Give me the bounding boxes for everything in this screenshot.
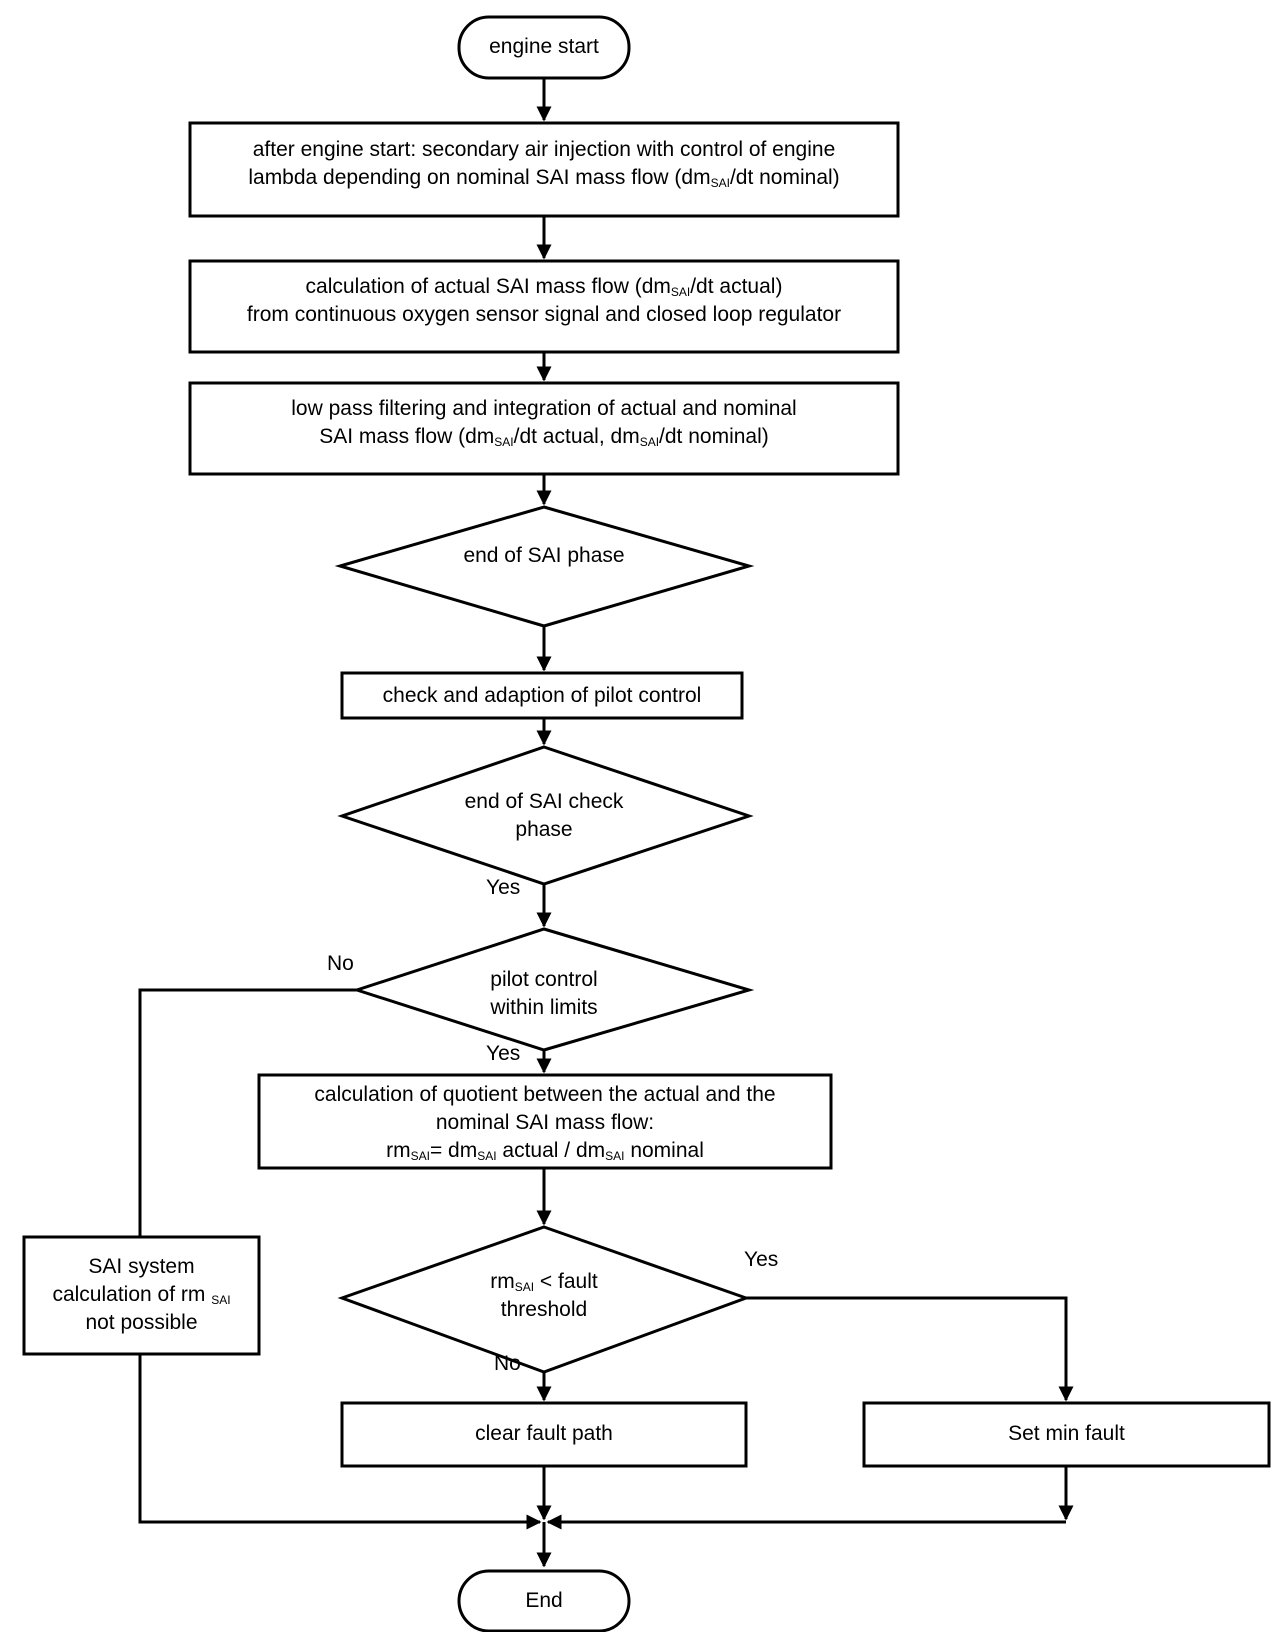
process-clear-fault	[340, 1401, 748, 1468]
label-yes-pilot: Yes	[486, 1042, 521, 1065]
end-terminal	[457, 1569, 631, 1632]
set-fault-text: Set min fault	[1008, 1422, 1125, 1445]
sai-injection-text: after engine start: secondary air inject…	[248, 138, 840, 190]
end-check-phase-text: end of SAI check phase	[464, 790, 624, 841]
decision-end-sai-phase	[334, 505, 755, 628]
label-no-fault: No	[494, 1352, 521, 1375]
decision-fault-threshold	[337, 1225, 751, 1374]
filtering-text: low pass filtering and integration of ac…	[291, 397, 797, 449]
quotient-text: calculation of quotient between the actu…	[314, 1083, 776, 1163]
label-no-pilot: No	[327, 952, 354, 975]
start-label: engine start	[489, 35, 599, 58]
process-pilot-control	[340, 671, 744, 720]
pilot-limits-text: pilot control within limits	[490, 968, 598, 1019]
pilot-control-text: check and adaption of pilot control	[382, 684, 702, 707]
end-sai-phase-text: end of SAI phase	[463, 544, 625, 567]
clear-fault-text: clear fault path	[475, 1422, 613, 1445]
label-yes-fault: Yes	[744, 1248, 779, 1271]
fault-threshold-text: rmSAI < fault threshold	[490, 1270, 598, 1321]
not-possible-text: SAI system calculation of rm SAI not pos…	[52, 1255, 231, 1334]
start-terminal	[457, 15, 631, 80]
process-not-possible	[22, 1235, 261, 1356]
calc-actual-text: calculation of actual SAI mass flow (dmS…	[246, 275, 842, 326]
process-calc-actual	[188, 259, 900, 354]
decision-pilot-limits	[352, 927, 755, 1052]
process-filtering	[188, 381, 900, 476]
arrow-fault-to-set	[746, 1296, 1074, 1402]
process-quotient	[257, 1073, 833, 1170]
process-set-fault	[862, 1401, 1271, 1468]
end-label: End	[525, 1589, 563, 1612]
process-sai-injection	[188, 121, 900, 218]
label-yes-check: Yes	[486, 876, 521, 899]
decision-end-check-phase	[337, 745, 754, 886]
